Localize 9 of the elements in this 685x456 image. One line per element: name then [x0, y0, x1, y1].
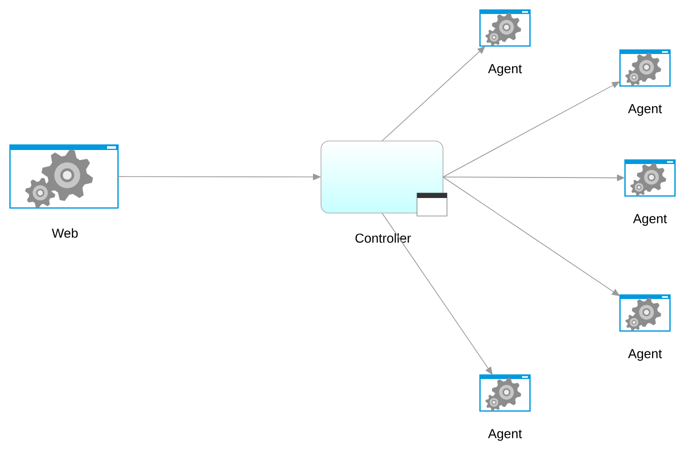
arrow	[382, 212, 493, 375]
node-label: Agent	[628, 349, 662, 361]
node-label: Agent	[488, 429, 522, 441]
node-label: Agent	[488, 64, 522, 76]
arrow	[382, 46, 486, 142]
node-label: Agent	[633, 214, 667, 226]
node-label: Agent	[628, 104, 662, 116]
node-label: Web	[52, 228, 78, 238]
node-label: Controller	[356, 233, 411, 243]
